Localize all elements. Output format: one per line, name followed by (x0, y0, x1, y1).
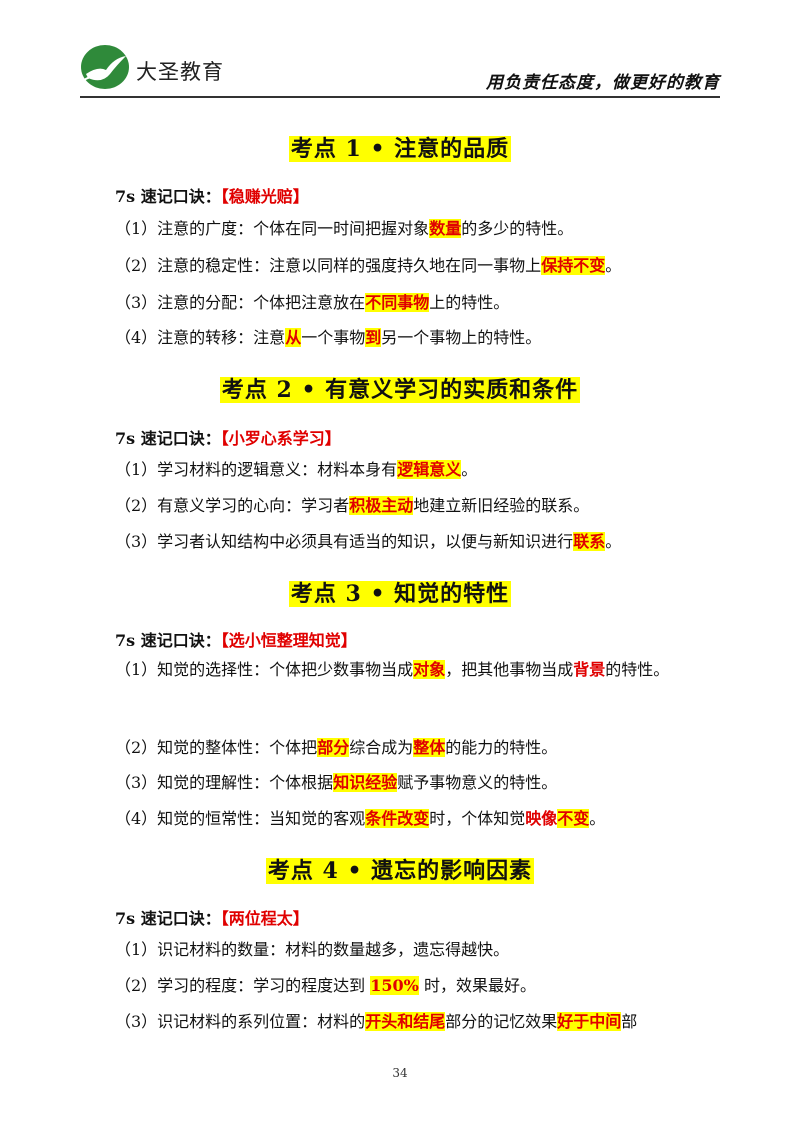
list-item: （4）注意的转移：注意从一个事物到另一个事物上的特性。 (115, 328, 542, 347)
logo-text: 大圣教育 (136, 60, 224, 84)
list-item: （3）注意的分配：个体把注意放在不同事物上的特性。 (115, 293, 510, 312)
mnemonic-1: 7s 速记口诀：【稳赚光赔】 (115, 187, 309, 206)
mnemonic-3: 7s 速记口诀：【选小恒整理知觉】 (115, 631, 357, 650)
section-title-2: 考点 2 • 有意义学习的实质和条件 (219, 377, 581, 403)
mnemonic-4: 7s 速记口诀：【两位程太】 (115, 909, 309, 928)
mnemonic-2: 7s 速记口诀：【小罗心系学习】 (115, 429, 341, 448)
list-item: （2）学习的程度：学习的程度达到 150% 时，效果最好。 (115, 976, 536, 995)
list-item: （3）知觉的理解性：个体根据知识经验赋予事物意义的特性。 (115, 773, 558, 792)
list-item: （2）有意义学习的心向：学习者积极主动地建立新旧经验的联系。 (115, 496, 590, 515)
list-item: （4）知觉的恒常性：当知觉的客观条件改变时，个体知觉映像不变。 (115, 809, 606, 828)
list-item: （3）识记材料的系列位置：材料的开头和结尾部分的记忆效果好于中间部 (115, 1012, 638, 1031)
list-item: （1）学习材料的逻辑意义：材料本身有逻辑意义。 (115, 460, 478, 479)
section-title-4: 考点 4 • 遗忘的影响因素 (265, 858, 535, 884)
list-item: （1）注意的广度：个体在同一时间把握对象数量的多少的特性。 (115, 219, 574, 238)
section-title-3: 考点 3 • 知觉的特性 (288, 581, 512, 607)
list-item: （2）知觉的整体性：个体把部分综合成为整体的能力的特性。 (115, 738, 558, 757)
header-slogan: 用负责任态度，做更好的教育 (486, 73, 720, 93)
list-item: （3）学习者认知结构中必须具有适当的知识，以便与新知识进行联系。 (115, 532, 622, 551)
page-number: 34 (392, 1066, 408, 1080)
section-title-1: 考点 1 • 注意的品质 (288, 136, 512, 162)
swallow-logo-icon (81, 45, 129, 89)
list-item: （2）注意的稳定性：注意以同样的强度持久地在同一事物上保持不变。 (115, 256, 622, 275)
list-item: （1）识记材料的数量：材料的数量越多，遗忘得越快。 (115, 940, 510, 959)
page-header: 大圣教育 用负责任态度，做更好的教育 (80, 38, 720, 98)
list-item: （1）知觉的选择性：个体把少数事物当成对象，把其他事物当成背景的特性。 (115, 660, 670, 679)
